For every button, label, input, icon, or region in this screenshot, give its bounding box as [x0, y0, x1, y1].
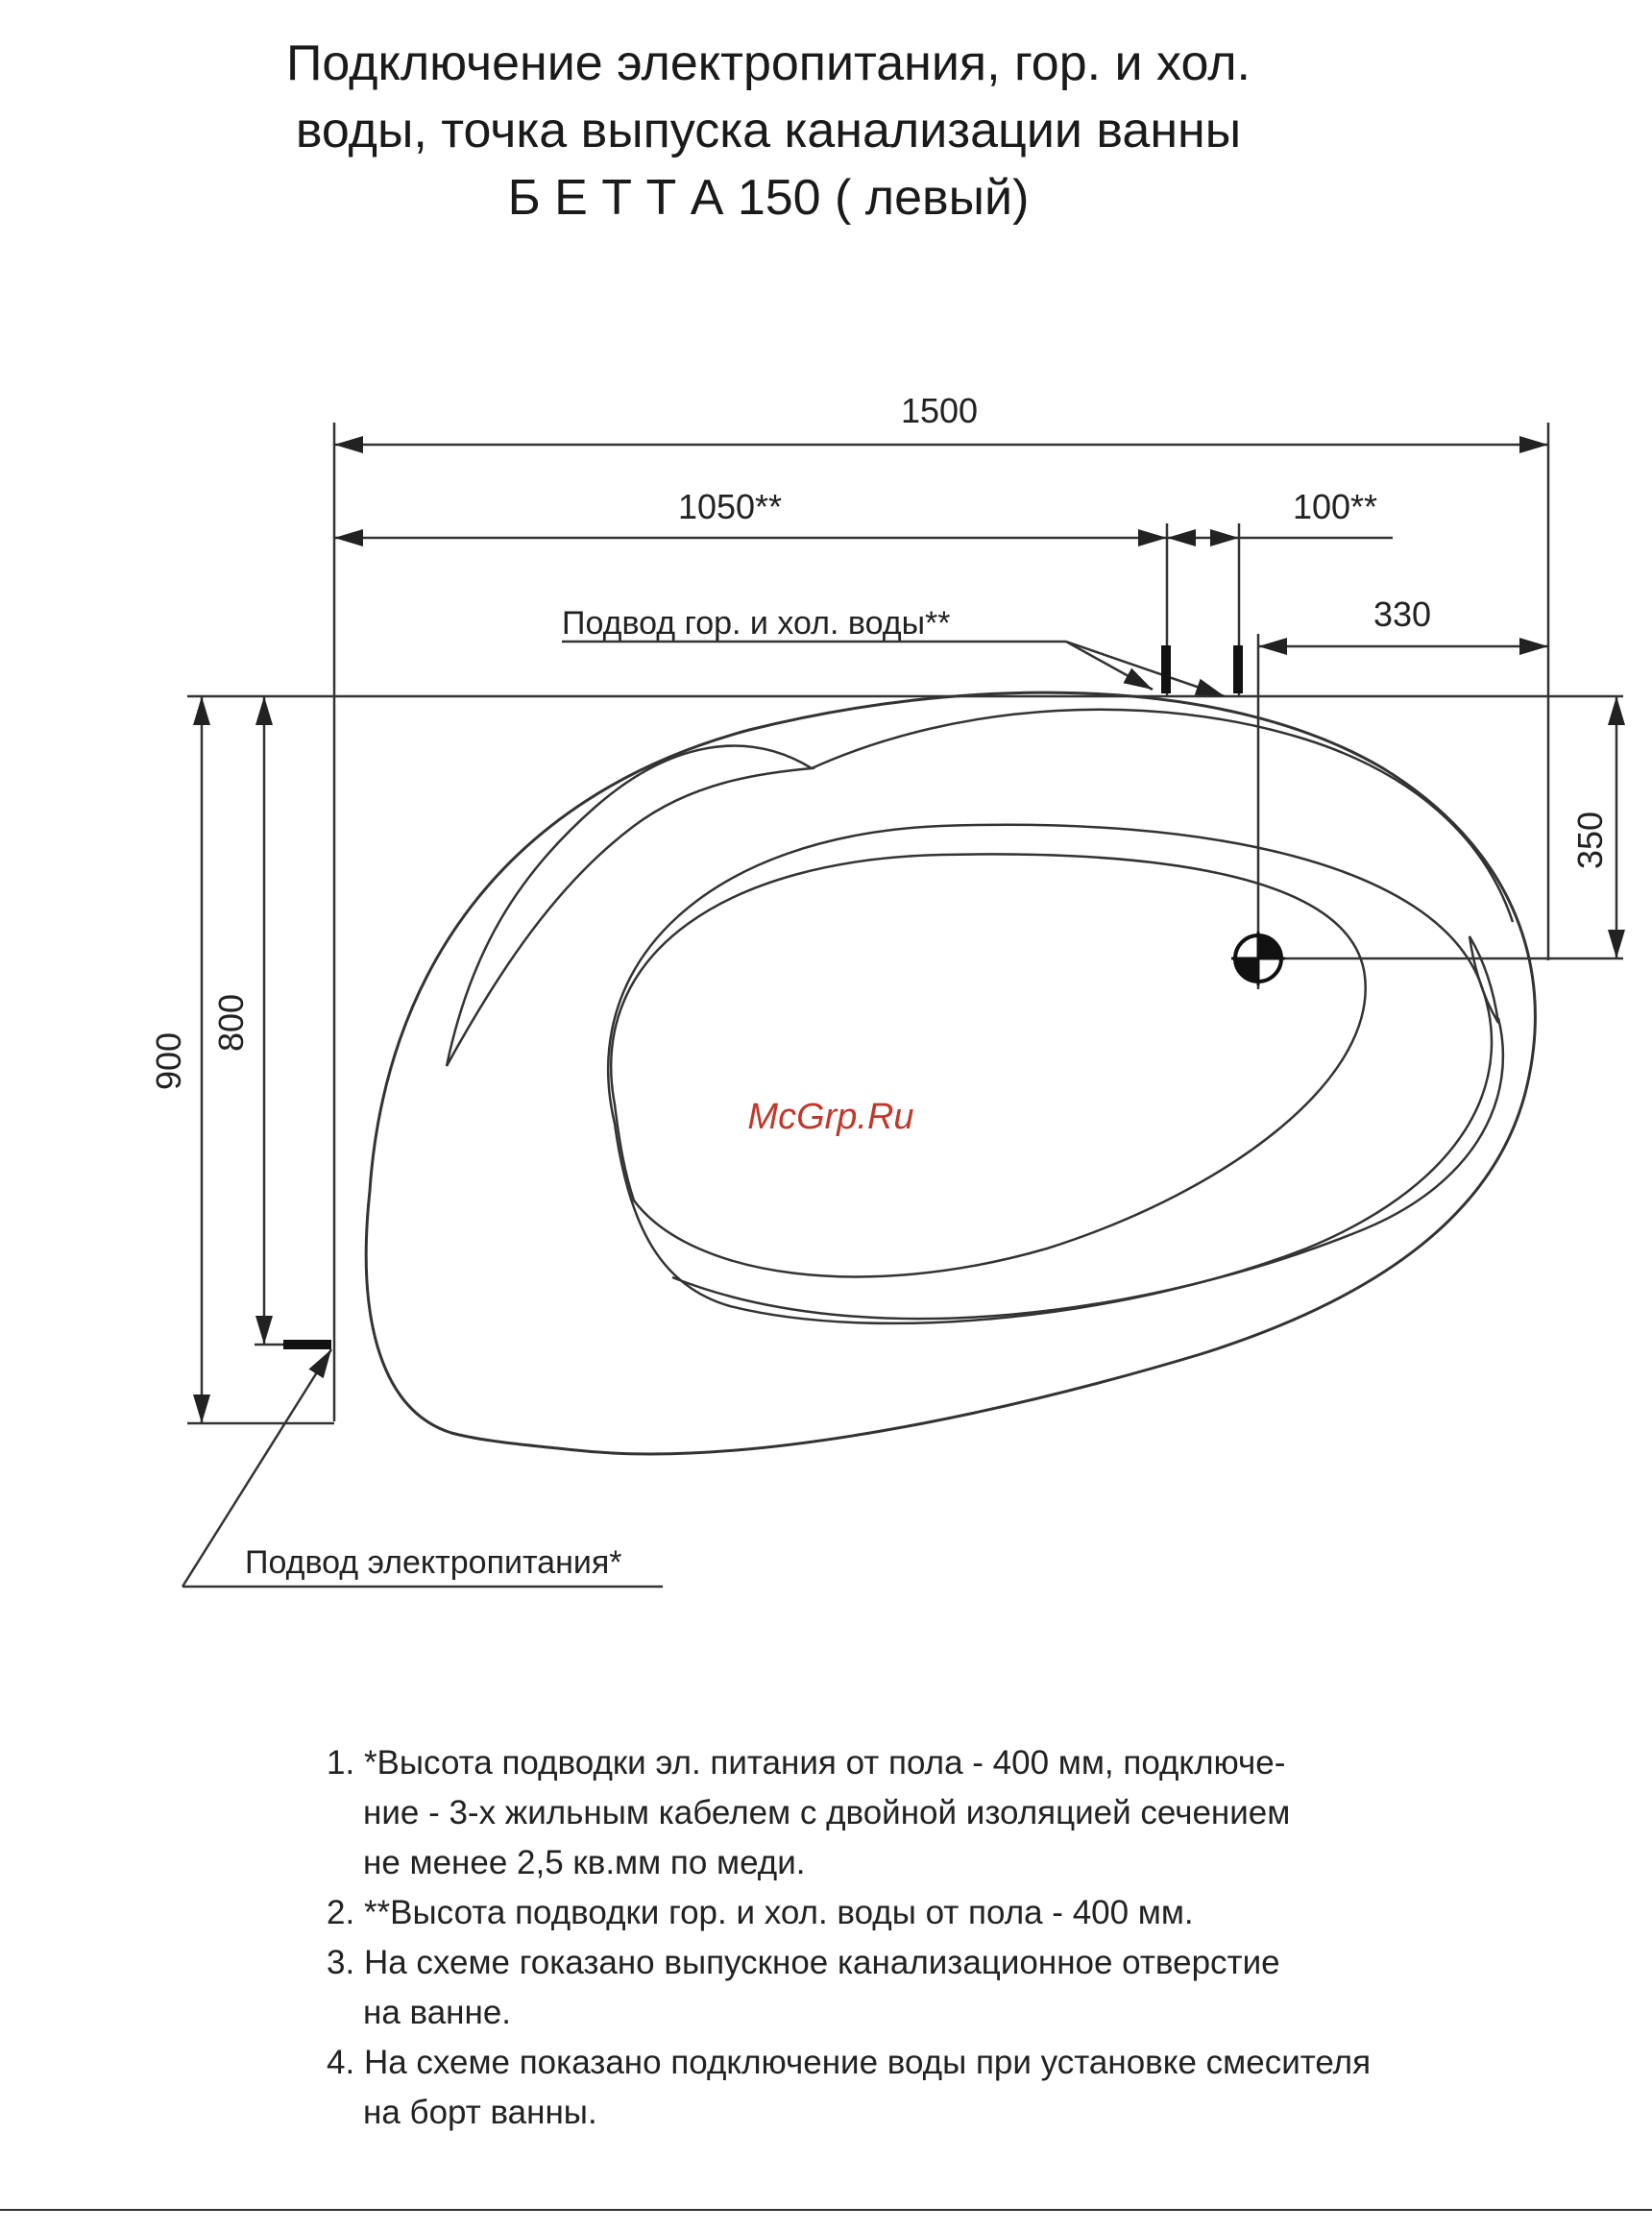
dim-text-1500: 1500 — [901, 391, 978, 430]
bathtub-backrest-curve — [445, 744, 815, 1067]
hot-water-pipe-icon — [1161, 645, 1171, 693]
cold-water-pipe-icon — [1233, 645, 1243, 693]
dim-text-350: 350 — [1570, 812, 1610, 869]
dim-text-1050: 1050** — [678, 487, 782, 526]
bathtub-inner-rim — [606, 823, 1494, 1325]
power-supply-label: Подвод электропитания* — [245, 1544, 621, 1581]
water-leader-2 — [1065, 640, 1226, 698]
title-line-1: Подключение электропитания, гор. и хол. — [285, 36, 1251, 91]
dim-text-900: 900 — [149, 1032, 188, 1090]
note-3-line-2: на ванне. — [363, 1994, 512, 2031]
bathtub-top-contour — [811, 708, 1515, 923]
watermark-text: McGrp.Ru — [747, 1097, 913, 1137]
note-2: 2. **Высота подводки гор. и хол. воды от… — [327, 1888, 1614, 1938]
water-supply-label: Подвод гор. и хол. воды** — [562, 605, 950, 642]
bathtub-outer-rim — [364, 691, 1537, 1456]
title-line-2: воды, точка выпуска канализации ванны — [295, 103, 1242, 158]
dim-text-800: 800 — [211, 994, 251, 1052]
bottom-divider — [0, 2209, 1652, 2211]
power-leader — [181, 1348, 333, 1588]
notes-list: 1. *Высота подводки эл. питания от пола … — [327, 1738, 1614, 2138]
note-1-number: 1. — [327, 1744, 355, 1782]
note-1-line-1: *Высота подводки эл. питания от пола - 4… — [363, 1744, 1286, 1782]
note-2-line-1: **Высота подводки гор. и хол. воды от по… — [363, 1894, 1194, 1931]
water-leader-1 — [1065, 640, 1154, 691]
note-1-line-2: ние - 3-х жильным кабелем с двойной изол… — [363, 1794, 1291, 1831]
note-2-number: 2. — [327, 1894, 355, 1931]
bathtub-inner-line — [671, 1017, 1505, 1321]
note-3-number: 3. — [327, 1944, 355, 1981]
note-3: 3. На схеме гоказано выпускное канализац… — [327, 1938, 1614, 2038]
note-4-line-1: На схеме показано подключение воды при у… — [363, 2044, 1372, 2081]
dim-text-100: 100** — [1293, 487, 1377, 526]
power-supply-icon — [283, 1340, 331, 1349]
drain-outlet-icon — [1231, 932, 1285, 985]
note-4-line-2: на борт ванны. — [363, 2094, 597, 2131]
note-4-number: 4. — [327, 2044, 355, 2081]
title-line-3: Б Е Т Т А 150 ( левый) — [507, 170, 1030, 226]
note-3-line-1: На схеме гоказано выпускное канализацион… — [363, 1944, 1280, 1981]
bathtub-side-pillow — [1468, 935, 1500, 1024]
note-1: 1. *Высота подводки эл. питания от пола … — [327, 1738, 1614, 1888]
dim-text-330: 330 — [1373, 594, 1431, 634]
note-1-line-3: не менее 2,5 кв.мм по меди. — [363, 1844, 806, 1881]
note-4: 4. На схеме показано подключение воды пр… — [327, 2038, 1614, 2138]
bathtub-basin — [609, 853, 1367, 1278]
